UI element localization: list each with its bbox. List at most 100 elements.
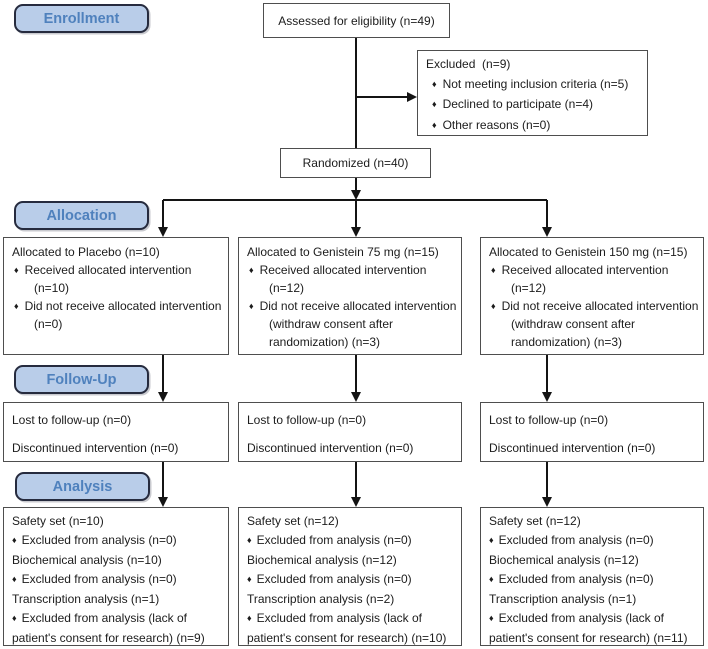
- analysis-line: Transcription analysis (n=2): [247, 592, 395, 606]
- randomized-text: Randomized (n=40): [302, 156, 409, 170]
- analysis-line: Safety set (n=12): [247, 514, 339, 528]
- analysis-line-text: Excluded from analysis (lack of: [21, 611, 187, 625]
- allocation-continuation: randomization) (n=3): [511, 334, 623, 349]
- allocation-title: Allocated to Placebo (n=10): [12, 245, 160, 259]
- analysis-line: ♦ Excluded from analysis (n=0): [481, 570, 703, 590]
- followup-line: Discontinued intervention (n=0): [12, 441, 179, 455]
- diamond-bullet-icon: ♦: [12, 574, 17, 584]
- stage-label-followup: Follow-Up: [14, 365, 149, 394]
- allocation-bullet: ♦ Did not receive allocated intervention: [481, 298, 703, 317]
- analysis-line-text: Excluded from analysis (n=0): [256, 572, 412, 586]
- excluded-item-text: Not meeting inclusion criteria (n=5): [442, 76, 629, 91]
- analysis-line-text: Excluded from analysis (n=0): [21, 572, 177, 586]
- diamond-bullet-icon: ♦: [489, 535, 494, 545]
- analysis-line: ♦ Excluded from analysis (n=0): [4, 570, 228, 590]
- analysis-line: Transcription analysis (n=1): [489, 592, 637, 606]
- allocation-bullet: ♦ Received allocated intervention: [239, 262, 461, 281]
- diamond-bullet-icon: ♦: [14, 264, 19, 275]
- box-allocation-genistein-75: Allocated to Genistein 75 mg (n=15) ♦ Rec…: [238, 237, 462, 355]
- followup-line: Lost to follow-up (n=0): [12, 413, 132, 427]
- allocation-continuation: (n=12): [269, 281, 305, 295]
- diamond-bullet-icon: ♦: [247, 574, 252, 584]
- analysis-line-text: Excluded from analysis (n=0): [21, 533, 177, 547]
- analysis-line-text: Excluded from analysis (lack of: [256, 611, 422, 625]
- diamond-bullet-icon: ♦: [489, 613, 494, 623]
- analysis-line: Biochemical analysis (n=12): [489, 553, 639, 567]
- allocation-continuation: (withdraw consent after: [511, 317, 636, 331]
- analysis-line: patient's consent for research) (n=9): [12, 631, 205, 645]
- excluded-item-text: Declined to participate (n=4): [442, 97, 594, 111]
- analysis-line: ♦ Excluded from analysis (lack of: [239, 609, 461, 629]
- allocation-bullet: ♦ Received allocated intervention: [481, 262, 703, 281]
- analysis-line-text: Excluded from analysis (n=0): [498, 533, 654, 547]
- followup-line: Discontinued intervention (n=0): [489, 441, 656, 455]
- diamond-bullet-icon: ♦: [491, 264, 496, 275]
- allocation-continuation: (withdraw consent after: [269, 317, 394, 331]
- analysis-line: Safety set (n=12): [489, 514, 581, 528]
- excluded-item: ♦ Declined to participate (n=4): [418, 95, 647, 116]
- analysis-line: Biochemical analysis (n=12): [247, 553, 397, 567]
- allocation-bullet: ♦ Did not receive allocated intervention: [239, 298, 461, 317]
- allocation-bullet: ♦ Did not receive allocated intervention: [4, 298, 228, 317]
- analysis-line-text: Excluded from analysis (n=0): [498, 572, 654, 586]
- allocation-bullet-text: Did not receive allocated intervention: [259, 298, 457, 313]
- diamond-bullet-icon: ♦: [247, 535, 252, 545]
- box-assessed: Assessed for eligibility (n=49): [263, 3, 450, 38]
- analysis-line: ♦Excluded from analysis (lack of: [481, 609, 703, 629]
- analysis-line: patient's consent for research) (n=10): [247, 631, 447, 645]
- allocation-bullet-text: Received allocated intervention: [24, 262, 192, 277]
- allocation-bullet: ♦ Received allocated intervention: [4, 262, 228, 281]
- stage-label-enrollment: Enrollment: [14, 4, 149, 33]
- analysis-line: ♦ Excluded from analysis (n=0): [4, 531, 228, 551]
- excluded-item: ♦ Not meeting inclusion criteria (n=5): [418, 75, 647, 96]
- diamond-bullet-icon: ♦: [12, 613, 17, 623]
- box-followup-genistein-150: Lost to follow-up (n=0) Discontinued int…: [480, 402, 704, 462]
- box-analysis-genistein-150: Safety set (n=12) ♦Excluded from analysi…: [480, 507, 704, 646]
- box-allocation-genistein-150: Allocated to Genistein 150 mg (n=15) ♦ Re…: [480, 237, 704, 355]
- followup-line: Lost to follow-up (n=0): [489, 413, 609, 427]
- diamond-bullet-icon: ♦: [432, 119, 437, 130]
- analysis-line-text: Excluded from analysis (n=0): [256, 533, 412, 547]
- diamond-bullet-icon: ♦: [12, 535, 17, 545]
- box-analysis-placebo: Safety set (n=10) ♦Excluded from analysi…: [3, 507, 229, 646]
- diamond-bullet-icon: ♦: [14, 300, 19, 311]
- allocation-bullet-text: Received allocated intervention: [501, 262, 669, 277]
- diamond-bullet-icon: ♦: [489, 574, 494, 584]
- excluded-item-text: Other reasons (n=0): [442, 117, 551, 132]
- followup-line: Lost to follow-up (n=0): [247, 413, 367, 427]
- box-excluded: Excluded (n=9) ♦ Not meeting inclusion cr…: [417, 50, 648, 136]
- box-allocation-placebo: Allocated to Placebo (n=10) ♦ Received al…: [3, 237, 229, 355]
- excluded-title: Excluded (n=9): [426, 57, 511, 71]
- stage-label-analysis: Analysis: [15, 472, 150, 501]
- followup-line: Discontinued intervention (n=0): [247, 441, 414, 455]
- diamond-bullet-icon: ♦: [432, 78, 437, 89]
- excluded-item: ♦ Other reasons (n=0): [418, 116, 647, 137]
- diamond-bullet-icon: ♦: [249, 300, 254, 311]
- box-followup-placebo: Lost to follow-up (n=0) Discontinued int…: [3, 402, 229, 462]
- analysis-line: ♦ Excluded from analysis (n=0): [239, 531, 461, 551]
- diamond-bullet-icon: ♦: [491, 300, 496, 311]
- analysis-line: patient's consent for research) (n=11): [489, 631, 688, 645]
- allocation-bullet-text: Did not receive allocated intervention: [501, 298, 699, 313]
- box-analysis-genistein-75: Safety set (n=12) ♦ Excluded from analysi…: [238, 507, 462, 646]
- analysis-line: ♦ Excluded from analysis (n=0): [481, 531, 703, 551]
- allocation-continuation: (n=10): [34, 281, 70, 295]
- allocation-bullet-text: Received allocated intervention: [259, 262, 427, 277]
- stage-label-allocation: Allocation: [14, 201, 149, 230]
- box-followup-genistein-75: Lost to follow-up (n=0) Discontinued int…: [238, 402, 462, 462]
- allocation-title: Allocated to Genistein 150 mg (n=15): [489, 245, 688, 259]
- allocation-title: Allocated to Genistein 75 mg (n=15): [247, 245, 439, 259]
- analysis-line: ♦ Excluded from analysis (n=0): [239, 570, 461, 590]
- analysis-line: Transcription analysis (n=1): [12, 592, 160, 606]
- allocation-continuation: (n=0): [34, 317, 63, 331]
- analysis-line: ♦ Excluded from analysis (lack of: [4, 609, 228, 629]
- allocation-continuation: (n=12): [511, 281, 547, 295]
- analysis-line: Biochemical analysis (n=10): [12, 553, 162, 567]
- diamond-bullet-icon: ♦: [432, 99, 437, 109]
- assessed-text: Assessed for eligibility (n=49): [278, 13, 435, 28]
- diamond-bullet-icon: ♦: [249, 264, 254, 275]
- diamond-bullet-icon: ♦: [247, 613, 252, 623]
- allocation-bullet-text: Did not receive allocated intervention: [24, 298, 222, 313]
